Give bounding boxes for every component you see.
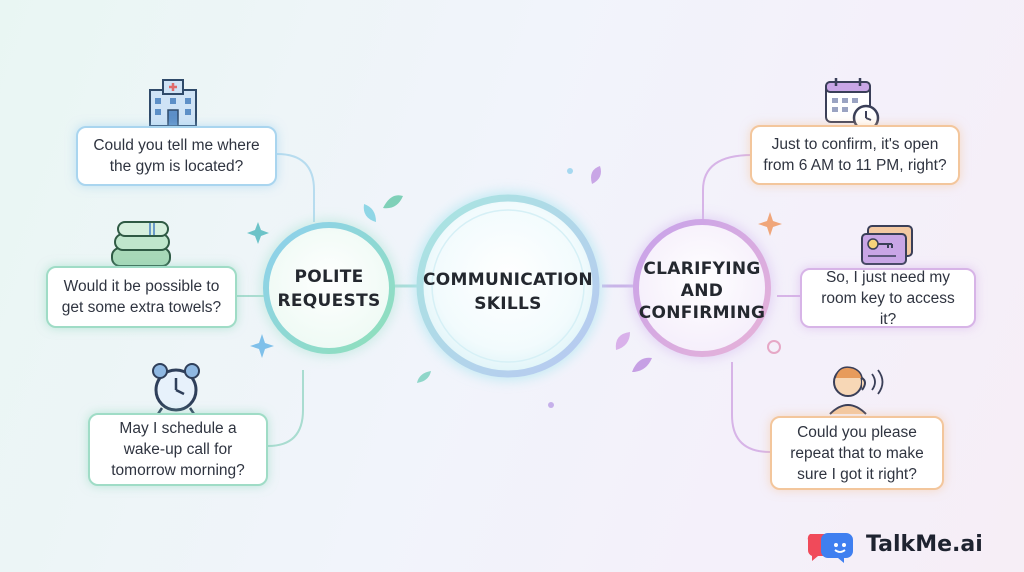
polite-requests-title-line2: REQUESTS [277, 291, 381, 311]
bubble-line: get some extra towels? [61, 299, 222, 316]
polite-request-wakeup: May I schedule a wake-up call for tomorrow… [88, 413, 268, 486]
brand-name: TalkMe.ai [866, 531, 983, 557]
bubble-line: Could you please [797, 423, 917, 441]
bubble-line: tomorrow morning? [111, 462, 245, 479]
bubble-line: wake-up call for [123, 441, 233, 458]
center-title-line1: COMMUNICATION [423, 270, 593, 290]
listening-person-icon [829, 366, 884, 415]
chat-bubbles-logo-icon [807, 533, 853, 563]
bubble-line: Would it be possible to [63, 278, 220, 295]
polite-request-gym: Could you tell me where the gym is locate… [76, 126, 277, 186]
connector-repeat [731, 362, 771, 453]
clarifying-title-line3: CONFIRMING [638, 303, 766, 323]
dot-icon [548, 402, 554, 408]
decorations [247, 166, 782, 408]
sparkle-icon [758, 212, 782, 236]
bubble-line: the gym is located? [109, 158, 244, 175]
leaf-icon [417, 371, 431, 383]
polite-request-towels: Would it be possible to get some extra to… [46, 266, 237, 328]
clarifying-title: CLARIFYING AND CONFIRMING [636, 258, 768, 324]
leaf-icon [632, 357, 652, 372]
connector-gym [276, 153, 315, 222]
alarm-clock-icon [152, 363, 200, 415]
center-title-line2: SKILLS [474, 294, 542, 314]
clarify-hours: Just to confirm, it's open from 6 AM to 1… [750, 125, 960, 185]
key-card-icon [861, 225, 913, 265]
connector-confirm-hours [702, 154, 753, 230]
calendar-clock-icon [825, 78, 880, 132]
clarifying-title-line1: CLARIFYING [643, 259, 761, 279]
sparkle-icon [250, 334, 274, 358]
folded-towels-icon [111, 221, 171, 267]
bubble-line: May I schedule a [119, 420, 237, 437]
bubble-line: Could you tell me where [93, 137, 260, 154]
bubble-line: from 6 AM to 11 PM, right? [763, 157, 947, 174]
polite-requests-node [261, 220, 397, 356]
brand: TalkMe.ai [810, 527, 983, 561]
leaf-icon [591, 166, 601, 184]
dot-icon [567, 168, 573, 174]
brand-logo-spacer [810, 527, 858, 561]
clarifying-title-line2: AND [680, 281, 724, 301]
leaf-icon [363, 204, 376, 222]
clarify-room-key: So, I just need my room key to access it? [800, 268, 976, 328]
polite-requests-title: POLITE REQUESTS [266, 265, 392, 313]
leaf-icon [615, 332, 630, 350]
bubble-line: repeat that to make [790, 444, 924, 462]
center-node [414, 192, 602, 380]
bubble-line: Just to confirm, it's open [771, 136, 939, 153]
clarify-repeat: Could you please repeat that to make sure … [770, 416, 944, 490]
ring-dot-icon [767, 340, 781, 354]
bubble-line: room key to access it? [821, 289, 955, 328]
sparkle-icon [247, 222, 269, 244]
leaf-icon [383, 195, 403, 209]
clarifying-node [631, 217, 773, 359]
hotel-building-icon [149, 79, 197, 127]
bubble-line: sure I got it right? [797, 465, 917, 483]
bubble-line: So, I just need my [825, 268, 951, 286]
center-title: COMMUNICATION SKILLS [418, 268, 598, 316]
polite-requests-title-line1: POLITE [294, 267, 364, 287]
connector-wakeup [267, 370, 304, 447]
